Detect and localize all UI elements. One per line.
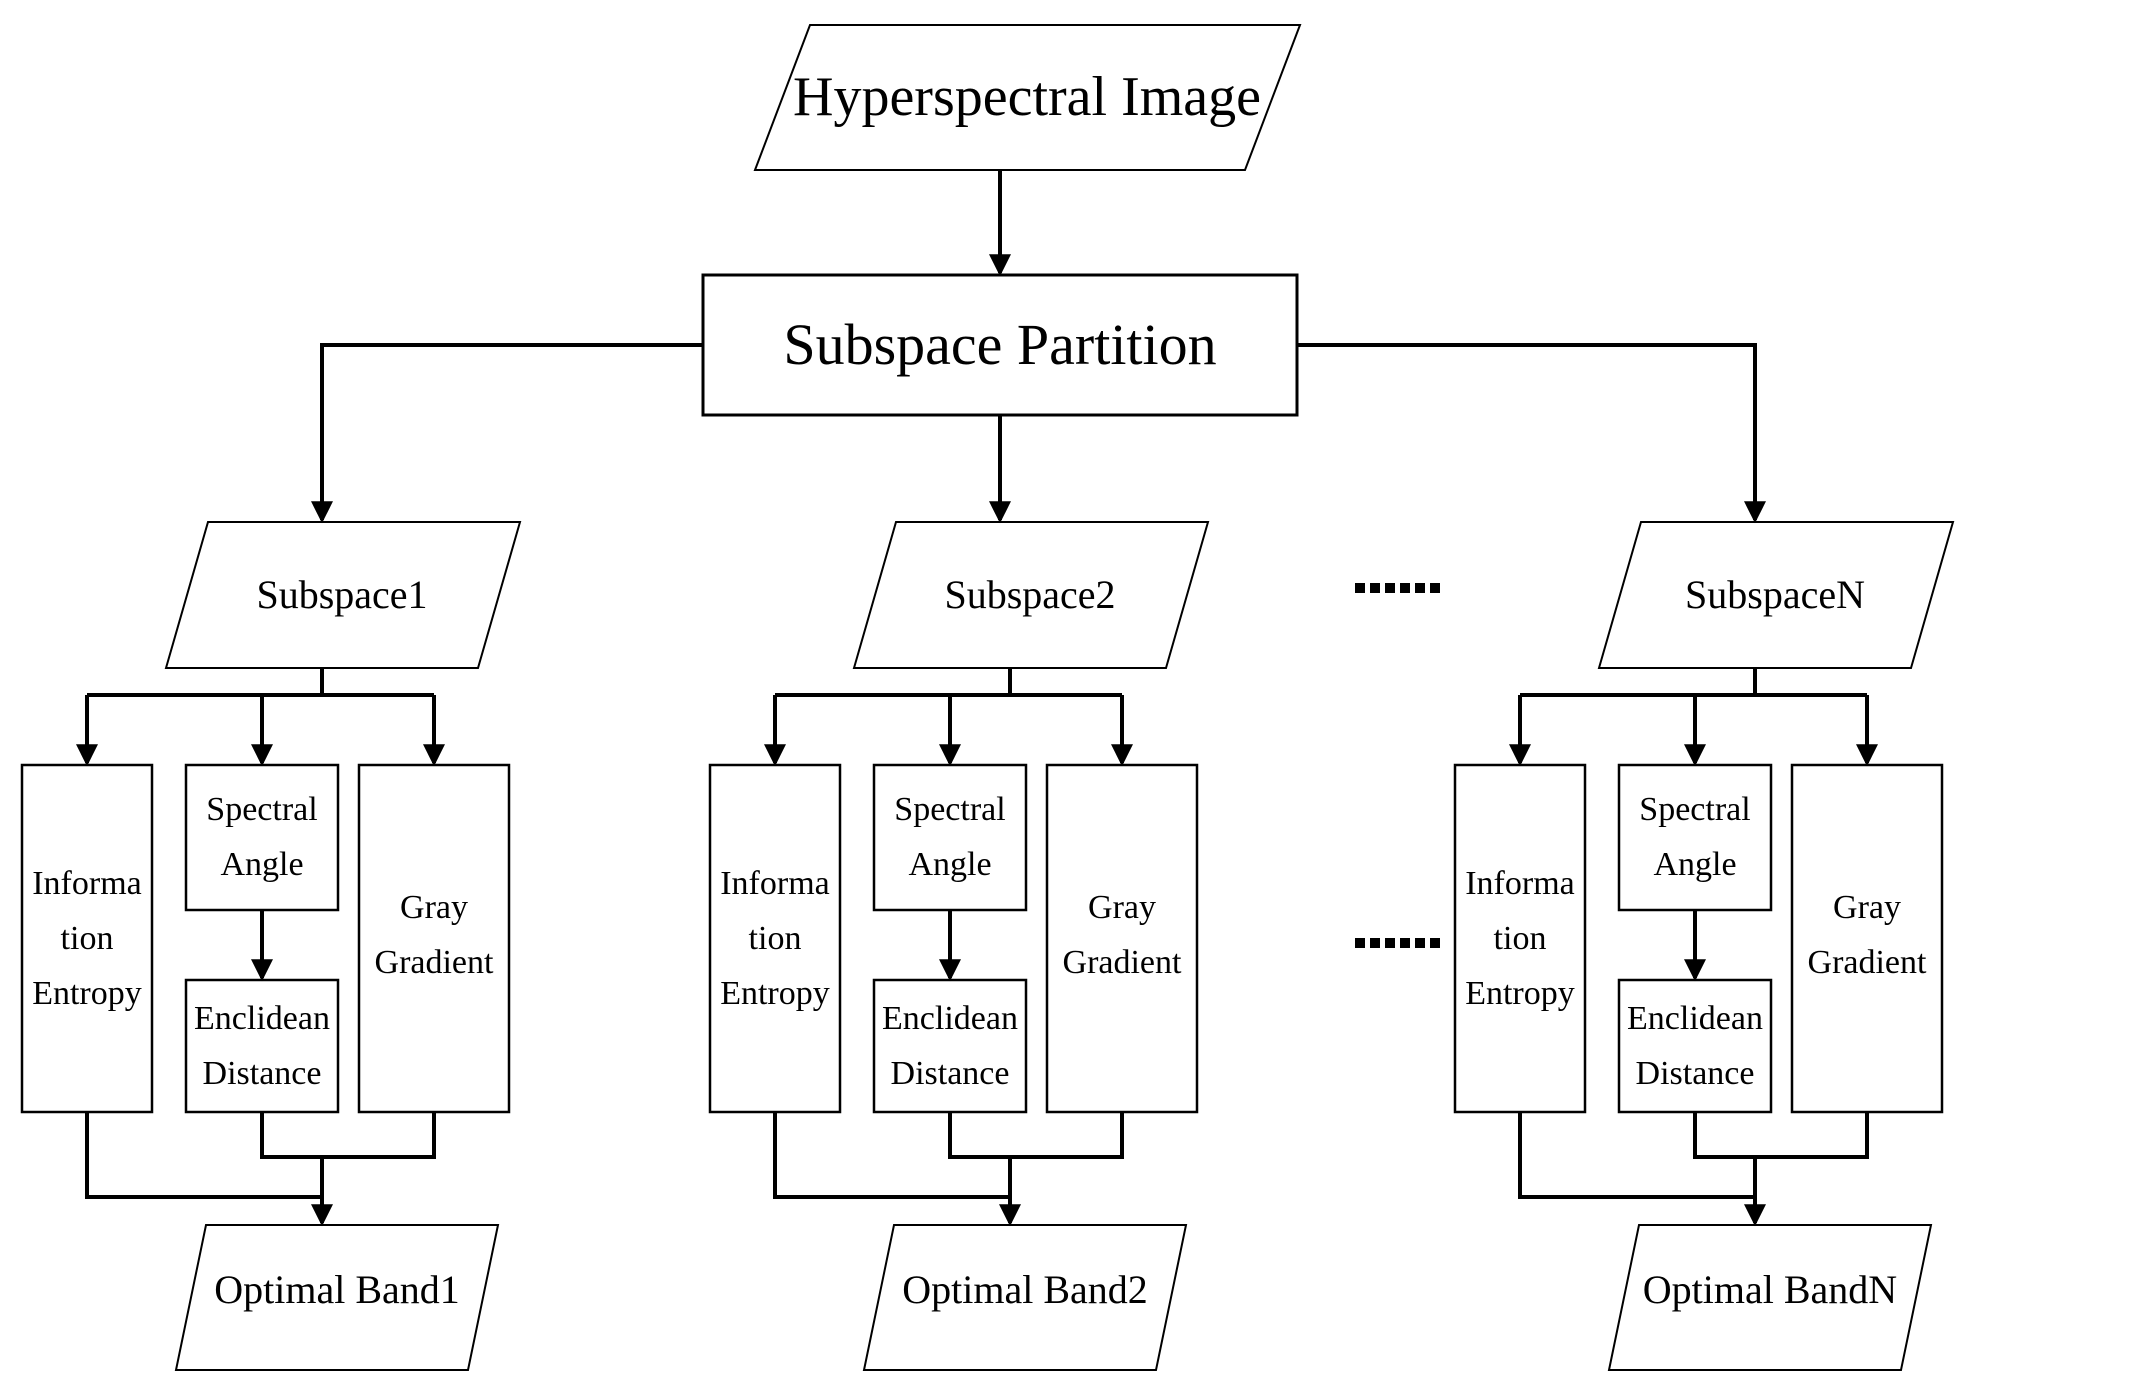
- merge-euclidean-gray-2: [948, 1112, 1124, 1159]
- euclidean-distance-label-2: Enclidean Distance: [882, 1000, 1018, 1092]
- spectral-angle-label-N: Spectral Angle: [1639, 791, 1751, 883]
- spectral-angle-label-2: Spectral Angle: [894, 791, 1006, 883]
- optimal-band1-node: [174, 1224, 500, 1371]
- arrow-partition-to-subspaceN: [1297, 343, 1766, 524]
- subspace1-label: Subspace1: [256, 572, 428, 617]
- gray-gradient-box-1: [357, 763, 511, 1114]
- hyperspectral-image-label: Hyperspectral Image: [793, 66, 1261, 128]
- merge-entropy-1: [85, 1112, 322, 1199]
- spectral-angle-box-1: [184, 763, 340, 912]
- ellipsis-dots-top: ......: [1355, 583, 1440, 593]
- spectral-angle-box-N: [1617, 763, 1773, 912]
- gray-gradient-label-1: Gray Gradient: [374, 889, 494, 981]
- merge-entropy-2: [773, 1112, 1010, 1199]
- merge-entropy-N: [1518, 1112, 1755, 1199]
- information-entropy-label-N: Informa tion Entropy: [1465, 865, 1575, 1012]
- optimal-band2-node: [862, 1224, 1188, 1371]
- merge-euclidean-gray-1: [260, 1112, 436, 1159]
- merge-euclidean-gray-N: [1693, 1112, 1869, 1159]
- subspace2-label: Subspace2: [944, 572, 1116, 617]
- gray-gradient-label-2: Gray Gradient: [1062, 889, 1182, 981]
- euclidean-distance-box-1: [184, 978, 340, 1114]
- spectral-angle-label-1: Spectral Angle: [206, 791, 318, 883]
- ellipsis-dots-middle: ......: [1355, 938, 1440, 948]
- optimal-bandN-node: [1607, 1224, 1933, 1371]
- euclidean-distance-box-N: [1617, 978, 1773, 1114]
- optimal-band2-label: Optimal Band2: [902, 1267, 1148, 1312]
- subspace-partition-label: Subspace Partition: [783, 312, 1217, 377]
- hyperspectral-image-node: [753, 24, 1302, 171]
- subspace1-node: [164, 521, 522, 669]
- information-entropy-box-N: [1453, 763, 1587, 1114]
- subspaceN-node: [1597, 521, 1955, 669]
- subspace-partition-node: [701, 273, 1299, 417]
- optimal-band1-label: Optimal Band1: [214, 1267, 460, 1312]
- subspaceN-label: SubspaceN: [1685, 572, 1865, 617]
- arrow-partition-to-subspace1: [311, 343, 703, 524]
- information-entropy-label-2: Informa tion Entropy: [720, 865, 830, 1012]
- euclidean-distance-label-N: Enclidean Distance: [1627, 1000, 1763, 1092]
- optimal-bandN-label: Optimal BandN: [1642, 1267, 1898, 1312]
- subspace2-node: [852, 521, 1210, 669]
- information-entropy-label-1: Informa tion Entropy: [32, 865, 142, 1012]
- euclidean-distance-label-1: Enclidean Distance: [194, 1000, 330, 1092]
- information-entropy-box-1: [20, 763, 154, 1114]
- gray-gradient-box-2: [1045, 763, 1199, 1114]
- gray-gradient-box-N: [1790, 763, 1944, 1114]
- gray-gradient-label-N: Gray Gradient: [1807, 889, 1927, 981]
